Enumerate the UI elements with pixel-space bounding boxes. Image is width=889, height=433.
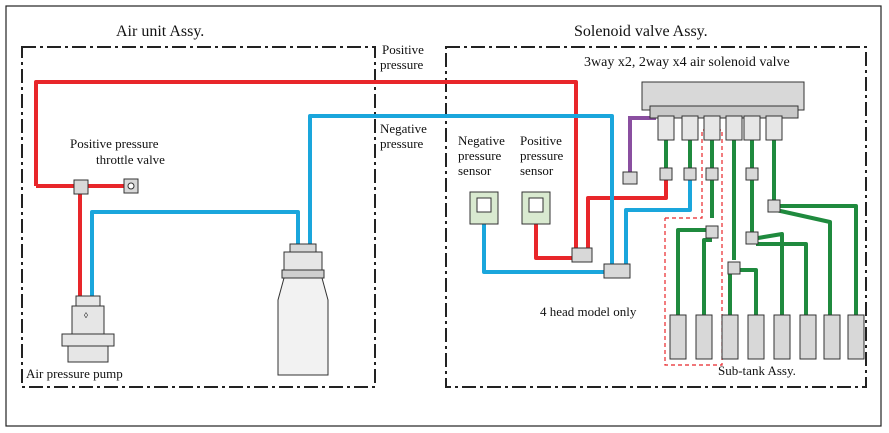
green-tank-2 — [702, 238, 712, 315]
negative-pressure-lines — [90, 114, 692, 300]
sub-tank-6 — [799, 314, 817, 360]
sub-tank-8 — [847, 314, 865, 360]
pump-port-mark: ◊ — [84, 311, 88, 320]
air-unit-title: Air unit Assy. — [116, 23, 204, 40]
positive-sensor-tee — [571, 247, 593, 263]
green-tank-8 — [745, 232, 784, 315]
positive-pressure-label-2: pressure — [380, 57, 424, 72]
pump-label: Air pressure pump — [26, 366, 123, 381]
four-head-label: 4 head model only — [540, 304, 637, 319]
positive-pressure-label-1: Positive — [382, 42, 424, 57]
valve-spec-label: 3way x2, 2way x4 air solenoid valve — [584, 55, 790, 70]
positive-main-line — [34, 80, 578, 248]
neg-sensor-label-3: sensor — [458, 163, 492, 178]
positive-tee-joint — [73, 179, 89, 195]
solenoid-frame — [445, 46, 867, 388]
pos-sensor-label-3: sensor — [520, 163, 554, 178]
valve-connector-icon — [622, 171, 638, 185]
outer-frame — [5, 5, 882, 427]
sub-tank-4 — [747, 314, 765, 360]
throttle-label-1: Positive pressure — [70, 136, 159, 151]
green-tank-7 — [780, 204, 858, 315]
bottle-icon — [277, 243, 329, 376]
subtank-label: Sub-tank Assy. — [718, 363, 796, 378]
green-tank-1 — [676, 228, 706, 315]
negative-to-valve-line — [624, 178, 692, 266]
negative-pressure-sensor-icon — [469, 191, 499, 225]
positive-sensor-line — [534, 212, 578, 260]
purple-signal-line — [628, 116, 656, 172]
green-tank-4 — [740, 268, 758, 315]
sub-tank-5 — [773, 314, 791, 360]
sub-tank-2 — [695, 314, 713, 360]
throttle-label-2: throttle valve — [96, 152, 165, 167]
negative-pump-line — [90, 210, 300, 300]
four-head-region — [664, 129, 723, 366]
green-tank-3 — [728, 268, 738, 315]
negative-pressure-label-2: pressure — [380, 136, 424, 151]
solenoid-valve-manifold-icon — [641, 81, 805, 141]
positive-pressure-sensor-icon — [521, 191, 551, 225]
throttle-valve-icon — [123, 178, 139, 194]
negative-pressure-label-1: Negative — [380, 121, 427, 136]
neg-sensor-label-1: Negative — [458, 133, 505, 148]
negative-sensor-tee — [603, 263, 631, 279]
positive-to-valve-line — [586, 178, 668, 250]
green-fittings — [659, 167, 781, 275]
negative-main-line — [308, 114, 614, 268]
sub-tank-3 — [721, 314, 739, 360]
green-tank-6 — [775, 208, 832, 315]
green-tank-5 — [756, 242, 808, 315]
solenoid-title: Solenoid valve Assy. — [574, 23, 708, 40]
sub-tanks — [669, 314, 865, 360]
pos-sensor-label-2: pressure — [520, 148, 564, 163]
air-unit-frame — [21, 46, 376, 388]
neg-sensor-label-2: pressure — [458, 148, 502, 163]
pos-sensor-label-1: Positive — [520, 133, 562, 148]
negative-sensor-line — [482, 212, 606, 274]
air-pressure-pump-icon: ◊ — [61, 295, 115, 363]
sub-tank-1 — [669, 314, 687, 360]
sub-tank-7 — [823, 314, 841, 360]
green-lines — [664, 140, 858, 315]
